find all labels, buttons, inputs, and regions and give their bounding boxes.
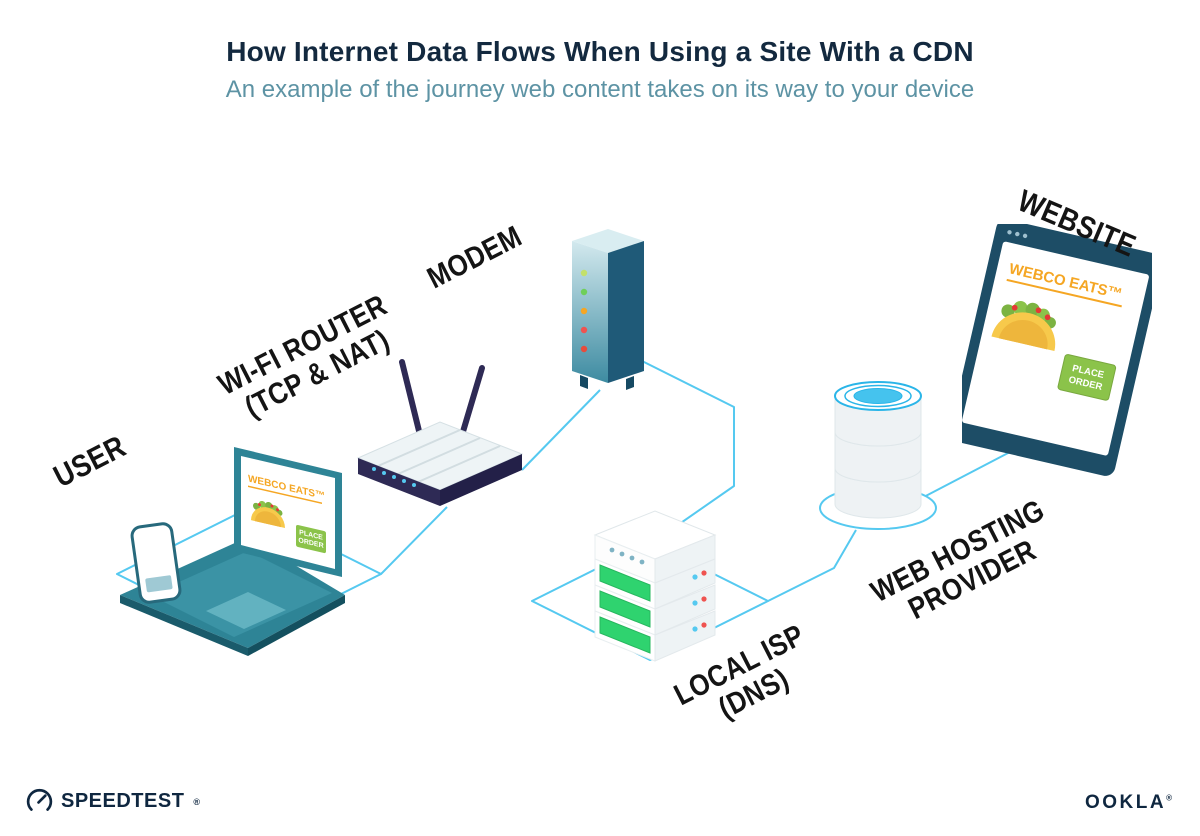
user-device-illustration: WEBCO EATS™ PLACE ORDER <box>110 425 390 665</box>
ookla-wordmark: OOKLA <box>1084 792 1167 813</box>
website-browser-illustration: WEBCO EATS™ PLACE ORDER <box>949 219 1163 484</box>
modem-led-4 <box>580 326 588 334</box>
wire-user-to-router <box>380 506 448 575</box>
page-title: How Internet Data Flows When Using a Sit… <box>226 36 974 67</box>
wifi-router-illustration <box>350 350 530 515</box>
ookla-logo: OOKLA® <box>1085 792 1172 814</box>
page-subtitle: An example of the journey web content ta… <box>225 76 975 103</box>
modem-led-3 <box>580 307 588 315</box>
laptop-trackpad <box>206 592 286 629</box>
speedtest-logo: SPEEDTEST ® <box>26 788 201 815</box>
website-place-order-button <box>1057 354 1117 401</box>
modem-led-2 <box>580 288 588 296</box>
modem-front <box>572 241 608 383</box>
server-unit-2 <box>594 584 716 636</box>
footer: SPEEDTEST® OOKLA® <box>0 784 1200 824</box>
wire-router-to-modem <box>521 389 601 471</box>
laptop-keyboard <box>150 551 332 637</box>
modem-led-1 <box>580 269 588 277</box>
modem-foot-left <box>580 375 588 389</box>
wire-isp-to-hosting <box>767 529 857 602</box>
phone-illustration <box>130 522 182 604</box>
ookla-trademark: ® <box>1166 793 1172 803</box>
modem-illustration <box>560 225 660 405</box>
speedtest-trademark: ® <box>193 796 201 807</box>
hosting-database-illustration <box>815 368 945 543</box>
speedtest-gauge-icon <box>26 788 53 811</box>
router-antenna-right <box>459 365 485 438</box>
wire-hosting-to-website <box>917 451 1011 501</box>
laptop-place-order-button <box>296 524 326 554</box>
router-antenna-left <box>399 359 423 438</box>
browser-dot-3 <box>1022 233 1028 239</box>
router-front <box>358 458 440 506</box>
browser-dot-2 <box>1015 231 1020 237</box>
browser-dot-1 <box>1007 230 1012 235</box>
modem-foot-right <box>626 376 634 390</box>
wire-modem-to-isp <box>639 359 735 544</box>
speedtest-wordmark: SPEEDTEST <box>61 790 185 812</box>
db-cylinder-top <box>834 381 922 447</box>
modem-led-5 <box>580 345 588 353</box>
header: How Internet Data Flows When Using a Sit… <box>0 0 1200 104</box>
modem-side <box>608 241 644 383</box>
server-unit-1 <box>594 558 716 610</box>
browser-page <box>962 241 1149 456</box>
server-unit-3 <box>594 610 716 662</box>
isp-server-illustration <box>580 495 730 670</box>
